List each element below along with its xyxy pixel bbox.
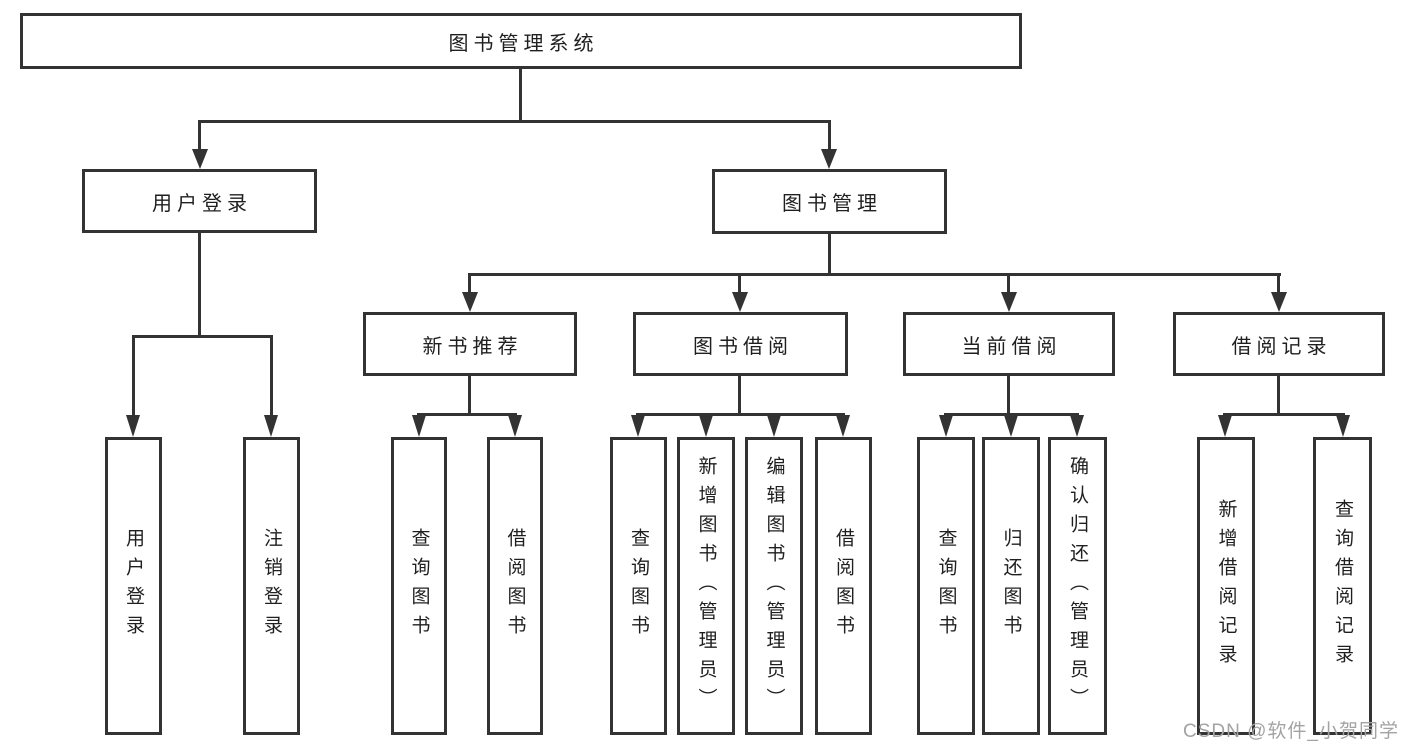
arrow-down-icon <box>1336 415 1350 437</box>
arrow-down-icon <box>1218 415 1232 437</box>
leaf-borrow-book: 借阅图书 <box>815 437 872 735</box>
connector-login-drop-2 <box>270 335 273 420</box>
arrow-down-icon <box>699 415 713 437</box>
node-book-borrow: 图书借阅 <box>633 312 848 376</box>
connector-root-stem <box>519 69 522 120</box>
leaf-newbook-borrow-label: 借阅图书 <box>504 528 526 644</box>
arrow-down-icon <box>126 415 140 437</box>
arrow-down-icon <box>631 415 645 437</box>
leaf-current-query: 查询图书 <box>917 437 975 735</box>
connector-records-stem <box>1277 376 1280 413</box>
node-new-book-recommend: 新书推荐 <box>363 312 577 376</box>
leaf-query-borrow-record: 查询借阅记录 <box>1313 437 1372 735</box>
leaf-borrow-edit-book-label: 编辑图书（管理员） <box>763 455 785 717</box>
leaf-logout: 注销登录 <box>243 437 300 735</box>
connector-mgmt-drop-3 <box>1007 273 1010 294</box>
connector-root-bus <box>199 120 831 123</box>
leaf-confirm-return: 确认归还（管理员） <box>1048 437 1107 735</box>
node-book-management-label: 图书管理 <box>782 193 882 215</box>
csdn-watermark: CSDN @软件_小贺同学 <box>1183 721 1399 742</box>
connector-root-drop-right <box>828 120 831 150</box>
node-current-borrow: 当前借阅 <box>903 312 1115 376</box>
leaf-add-borrow-record: 新增借阅记录 <box>1197 437 1255 735</box>
arrow-down-icon <box>1001 292 1017 312</box>
leaf-newbook-query-label: 查询图书 <box>408 528 430 644</box>
leaf-borrow-add-book-label: 新增图书（管理员） <box>695 455 717 717</box>
node-new-book-recommend-label: 新书推荐 <box>422 335 523 358</box>
leaf-user-login: 用户登录 <box>105 437 162 735</box>
arrow-down-icon <box>836 415 850 437</box>
connector-borrow-bus <box>636 413 845 416</box>
connector-mgmt-drop-2 <box>738 273 741 294</box>
connector-newbook-stem <box>468 376 471 413</box>
node-book-management: 图书管理 <box>712 169 947 234</box>
arrow-down-icon <box>1070 415 1084 437</box>
connector-current-stem <box>1007 376 1010 413</box>
leaf-return-book-label: 归还图书 <box>1000 528 1022 644</box>
node-borrow-records: 借阅记录 <box>1173 312 1385 376</box>
leaf-user-login-label: 用户登录 <box>123 528 144 644</box>
leaf-borrow-add-book: 新增图书（管理员） <box>677 437 735 735</box>
node-user-login: 用户登录 <box>82 169 317 233</box>
connector-newbook-bus <box>417 413 517 416</box>
connector-records-bus <box>1223 413 1345 416</box>
leaf-return-book: 归还图书 <box>982 437 1040 735</box>
leaf-current-query-label: 查询图书 <box>935 528 957 644</box>
arrow-down-icon <box>192 149 208 169</box>
leaf-borrow-edit-book: 编辑图书（管理员） <box>745 437 803 735</box>
leaf-borrow-query: 查询图书 <box>610 437 667 735</box>
leaf-add-borrow-record-label: 新增借阅记录 <box>1215 499 1237 673</box>
leaf-query-borrow-record-label: 查询借阅记录 <box>1332 499 1353 673</box>
leaf-borrow-query-label: 查询图书 <box>628 528 649 644</box>
leaf-logout-label: 注销登录 <box>261 528 282 644</box>
node-user-login-label: 用户登录 <box>152 192 252 215</box>
arrow-down-icon <box>264 415 278 437</box>
node-root-label: 图书管理系统 <box>448 32 599 55</box>
arrow-down-icon <box>732 292 748 312</box>
connector-login-stem <box>198 233 201 335</box>
connector-login-drop-1 <box>132 335 135 420</box>
leaf-newbook-query: 查询图书 <box>391 437 447 735</box>
arrow-down-icon <box>412 415 426 437</box>
arrow-down-icon <box>508 415 522 437</box>
leaf-confirm-return-label: 确认归还（管理员） <box>1067 455 1088 717</box>
arrow-down-icon <box>1271 292 1287 312</box>
node-book-borrow-label: 图书借阅 <box>693 335 793 358</box>
arrow-down-icon <box>939 415 953 437</box>
node-current-borrow-label: 当前借阅 <box>961 335 1062 358</box>
connector-login-bus <box>132 335 273 338</box>
arrow-down-icon <box>1004 415 1018 437</box>
connector-mgmt-stem <box>828 233 831 273</box>
connector-mgmt-drop-4 <box>1277 273 1280 294</box>
node-borrow-records-label: 借阅记录 <box>1231 335 1332 358</box>
node-root: 图书管理系统 <box>20 13 1022 69</box>
leaf-newbook-borrow: 借阅图书 <box>487 437 543 735</box>
connector-mgmt-bus <box>468 273 1281 276</box>
connector-mgmt-drop-1 <box>468 273 471 294</box>
connector-borrow-stem <box>738 376 741 413</box>
connector-root-drop-left <box>198 120 201 150</box>
leaf-borrow-book-label: 借阅图书 <box>833 528 854 644</box>
arrow-down-icon <box>462 292 478 312</box>
arrow-down-icon <box>767 415 781 437</box>
arrow-down-icon <box>821 149 837 169</box>
